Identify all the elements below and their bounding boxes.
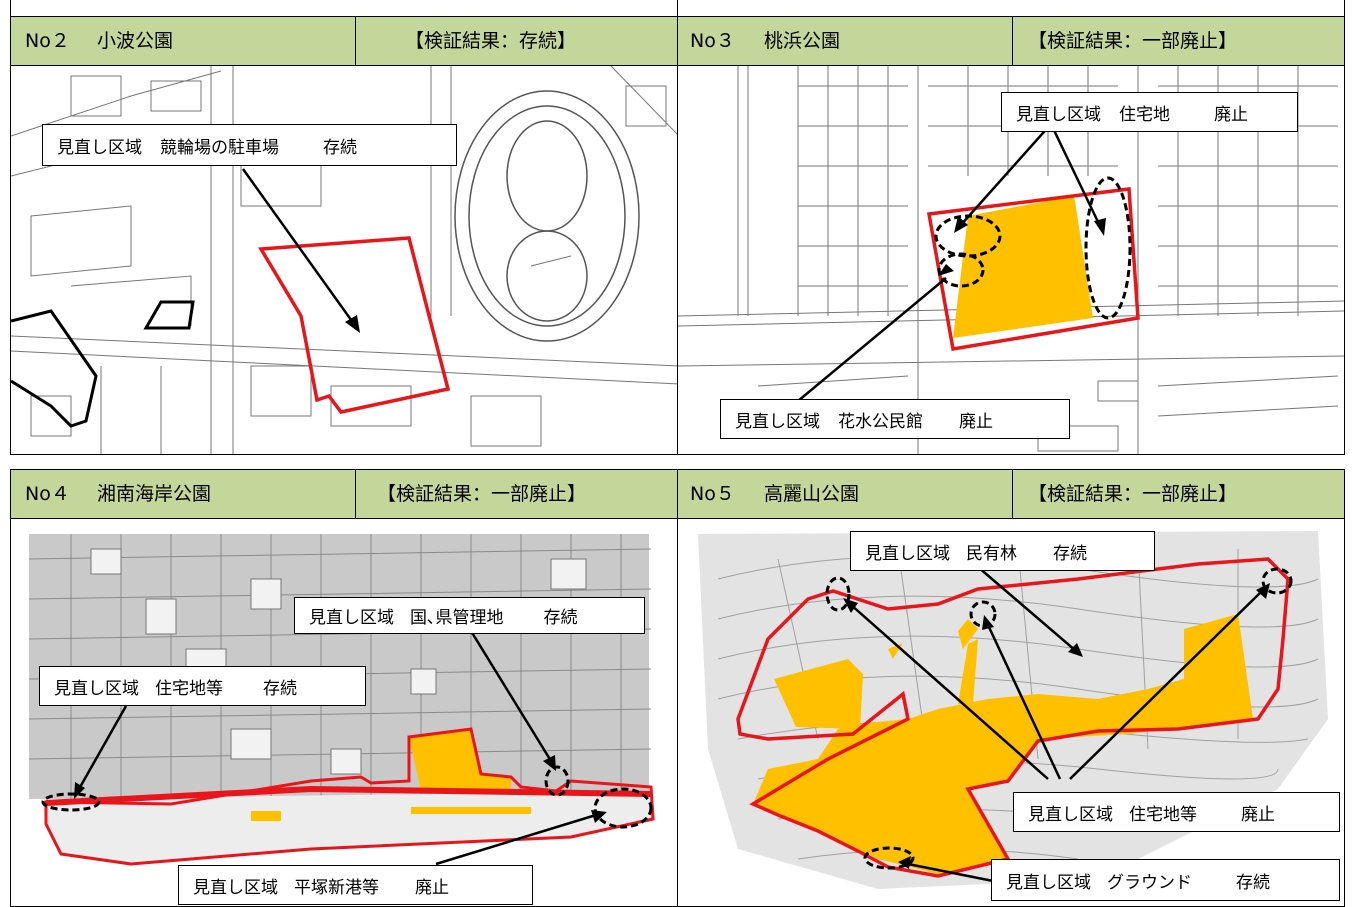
callout-subject: 民有林 [966, 543, 1017, 564]
callout-residential-area: 見直し区域 住宅地等 存続 [39, 666, 366, 706]
map-no3-drawing [678, 66, 1344, 454]
callout-status: 存続 [1236, 872, 1270, 893]
callout-community-hall: 見直し区域 花水公民館 廃止 [720, 399, 1070, 439]
callout-residential: 見直し区域 住宅地 廃止 [1001, 92, 1298, 132]
callout-area: 見直し区域 [1006, 872, 1091, 893]
park-name: 小波公園 [97, 30, 174, 52]
callout-status: 存続 [323, 137, 357, 158]
map-no2: 見直し区域 競輪場の駐車場 存続 [10, 65, 678, 455]
header-divider [355, 17, 356, 65]
header-divider [1012, 17, 1013, 65]
park-header-no3: No３ 桃浜公園 【検証結果：一部廃止】 [677, 16, 1345, 66]
callout-subject: グラウンド [1107, 872, 1192, 893]
callout-residential-hill: 見直し区域 住宅地等 廃止 [1013, 792, 1340, 832]
review-result: 【検証結果：存続】 [405, 30, 577, 52]
review-result: 【検証結果：一部廃止】 [1028, 30, 1238, 52]
callout-area: 見直し区域 [57, 137, 142, 158]
callout-subject: 平塚新港等 [294, 877, 379, 898]
park-name: 桃浜公園 [764, 30, 841, 52]
park-name: 高麗山公園 [764, 483, 860, 505]
callout-subject: 住宅地等 [155, 678, 223, 699]
map-no5-drawing [698, 531, 1328, 889]
park-header-no2: No２ 小波公園 【検証結果：存続】 [10, 16, 678, 66]
callout-shinko-port: 見直し区域 平塚新港等 廃止 [178, 865, 533, 905]
header-divider [1012, 470, 1013, 518]
callout-area: 見直し区域 [193, 877, 278, 898]
callout-status: 廃止 [959, 411, 993, 432]
callout-ground: 見直し区域 グラウンド 存続 [991, 859, 1340, 901]
park-header-no5: No５ 高麗山公園 【検証結果：一部廃止】 [677, 469, 1345, 519]
callout-subject: 住宅地等 [1129, 804, 1197, 825]
callout-status: 廃止 [415, 877, 449, 898]
callout-status: 廃止 [1241, 804, 1275, 825]
callout-subject: 住宅地 [1119, 104, 1170, 125]
park-number: No４ [25, 483, 70, 505]
map-no4: 見直し区域 国､県管理地 存続 見直し区域 住宅地等 存続 見直し区域 平塚新港… [10, 518, 678, 907]
callout-area: 見直し区域 [865, 543, 950, 564]
callout-subject: 花水公民館 [838, 411, 923, 432]
table-border-right-top [1344, 0, 1345, 16]
callout-subject: 競輪場の駐車場 [160, 137, 279, 158]
callout-status: 存続 [263, 678, 297, 699]
callout-state-land: 見直し区域 国､県管理地 存続 [294, 597, 645, 634]
review-result: 【検証結果：一部廃止】 [1028, 483, 1238, 505]
callout-area: 見直し区域 [735, 411, 820, 432]
callout-area: 見直し区域 [309, 608, 394, 628]
park-name: 湘南海岸公園 [97, 483, 212, 505]
callout-private-forest: 見直し区域 民有林 存続 [850, 531, 1155, 571]
table-border-left-top [10, 0, 11, 16]
callout-subject: 国､県管理地 [410, 608, 504, 628]
park-header-no4: No４ 湘南海岸公園 【検証結果：一部廃止】 [10, 469, 678, 519]
park-number: No２ [25, 30, 70, 52]
map-no4-drawing [28, 534, 656, 866]
callout-status: 存続 [543, 608, 578, 628]
map-no2-drawing [11, 66, 677, 454]
callout-area: 見直し区域 [54, 678, 139, 699]
callout-parking-lot: 見直し区域 競輪場の駐車場 存続 [42, 124, 457, 166]
map-no5: 見直し区域 民有林 存続 見直し区域 住宅地等 廃止 見直し区域 グラウンド 存… [677, 518, 1345, 907]
callout-status: 廃止 [1214, 104, 1248, 125]
park-number: No５ [690, 483, 735, 505]
callout-area: 見直し区域 [1028, 804, 1113, 825]
map-no3: 見直し区域 住宅地 廃止 見直し区域 花水公民館 廃止 [677, 65, 1345, 455]
review-result: 【検証結果：一部廃止】 [377, 483, 587, 505]
park-number: No３ [690, 30, 735, 52]
table-border-middle-top [677, 0, 678, 16]
callout-area: 見直し区域 [1016, 104, 1101, 125]
header-divider [355, 470, 356, 518]
callout-status: 存続 [1053, 543, 1087, 564]
